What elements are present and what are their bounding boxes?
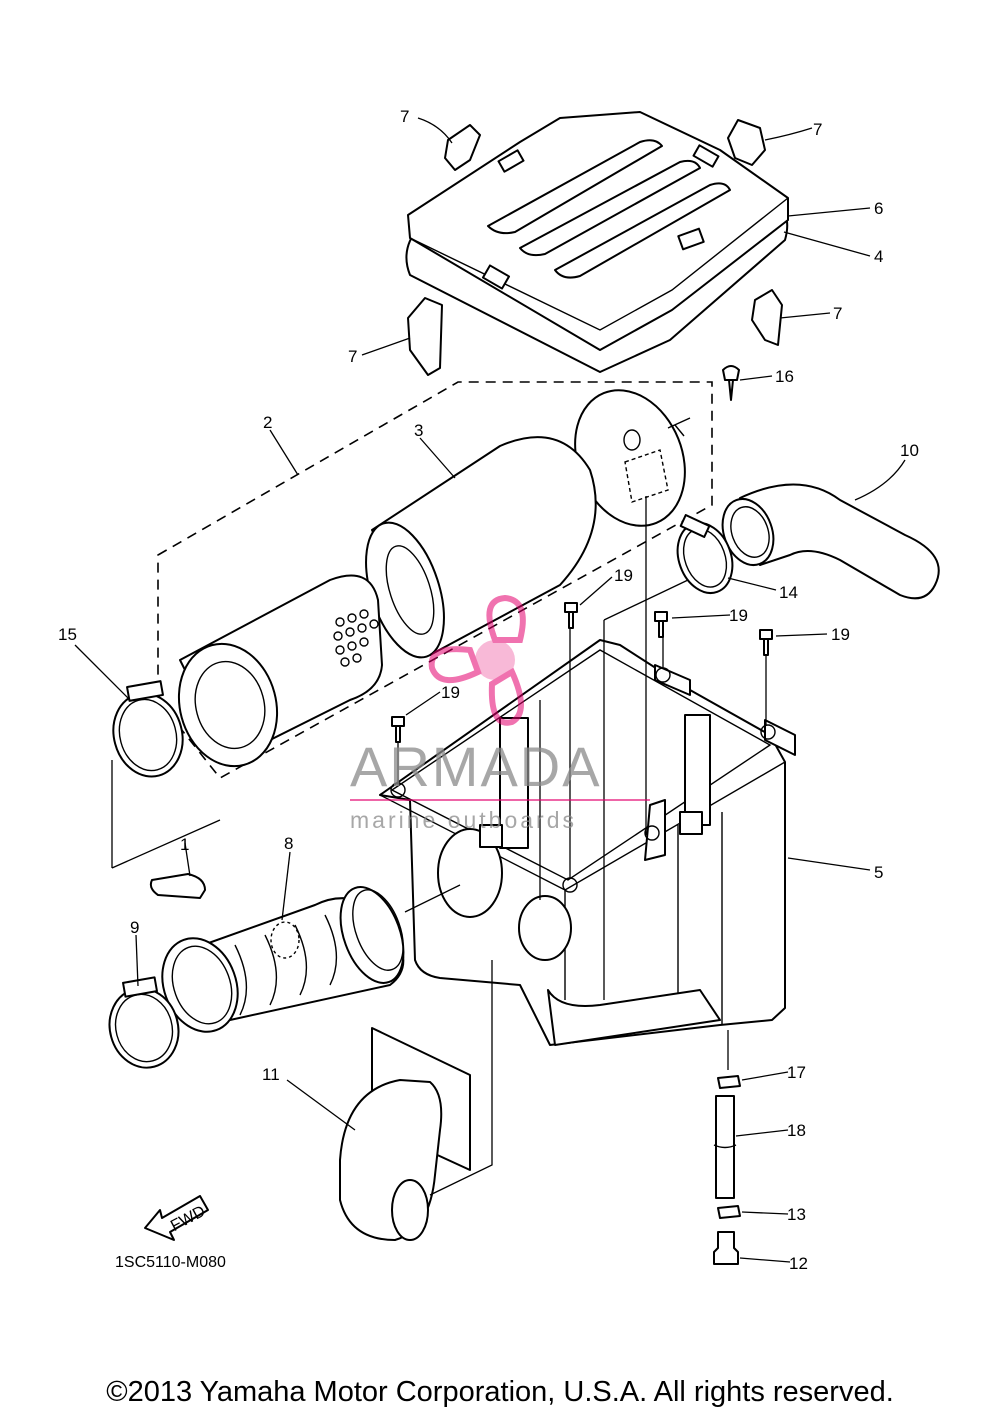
part-clamp-9	[108, 976, 180, 1069]
callout-label: 19	[441, 683, 460, 702]
callout-label: 7	[833, 304, 842, 323]
part-breather-joint-1	[149, 873, 206, 899]
part-joint-8	[161, 886, 405, 1033]
callout-label: 4	[874, 247, 883, 266]
assembly-lines	[111, 496, 767, 1196]
part-filter-guide	[177, 574, 383, 768]
part-duct-11	[339, 1027, 471, 1241]
part-drain	[713, 1075, 741, 1265]
part-joint-10	[721, 483, 940, 600]
callout-label: 7	[813, 120, 822, 139]
callout-label: 14	[779, 583, 798, 602]
callout-label: 15	[58, 625, 77, 644]
part-clamp-15	[112, 680, 184, 778]
armada-watermark: ARMADA marine outboards	[350, 594, 650, 833]
callout-label: 5	[874, 863, 883, 882]
watermark-name: ARMADA	[350, 735, 602, 798]
callout-label: 19	[729, 606, 748, 625]
callout-label: 7	[348, 347, 357, 366]
part-air-cleaner-case	[379, 639, 796, 1046]
callout-label: 7	[400, 107, 409, 126]
callout-label: 2	[263, 413, 272, 432]
callout-label: 8	[284, 834, 293, 853]
callout-label: 18	[787, 1121, 806, 1140]
callout-label: 1	[180, 835, 189, 854]
callout-label: 12	[789, 1254, 808, 1273]
leader-lines	[74, 117, 906, 1263]
part-clamp-14	[676, 514, 734, 594]
part-filter-element	[365, 436, 597, 659]
callout-label: 19	[614, 566, 633, 585]
callout-label: 11	[262, 1065, 280, 1084]
callout-label: 13	[787, 1205, 806, 1224]
copyright-notice: ©2013 Yamaha Motor Corporation, U.S.A. A…	[106, 1376, 894, 1408]
watermark-tagline: marine outboards	[350, 807, 577, 833]
callout-label: 19	[831, 625, 850, 644]
part-clip	[407, 119, 783, 376]
drawing-code: 1SC5110-M080	[115, 1254, 226, 1271]
callout-label: 17	[787, 1063, 806, 1082]
callout-label: 9	[130, 918, 139, 937]
callout-numbers: 7 7 6 4 7 7 16 2 3 10 14 19 19 19 19 15 …	[58, 107, 919, 1273]
callout-label: 16	[775, 367, 794, 386]
holes-pattern	[333, 609, 379, 667]
part-screw-16	[722, 365, 740, 401]
fwd-arrow-icon: FWD	[144, 1195, 209, 1241]
callout-label: 3	[414, 421, 423, 440]
callout-label: 10	[900, 441, 919, 460]
propeller-logo-icon	[428, 594, 526, 726]
callout-label: 6	[874, 199, 883, 218]
part-air-cleaner-cover	[407, 111, 789, 351]
